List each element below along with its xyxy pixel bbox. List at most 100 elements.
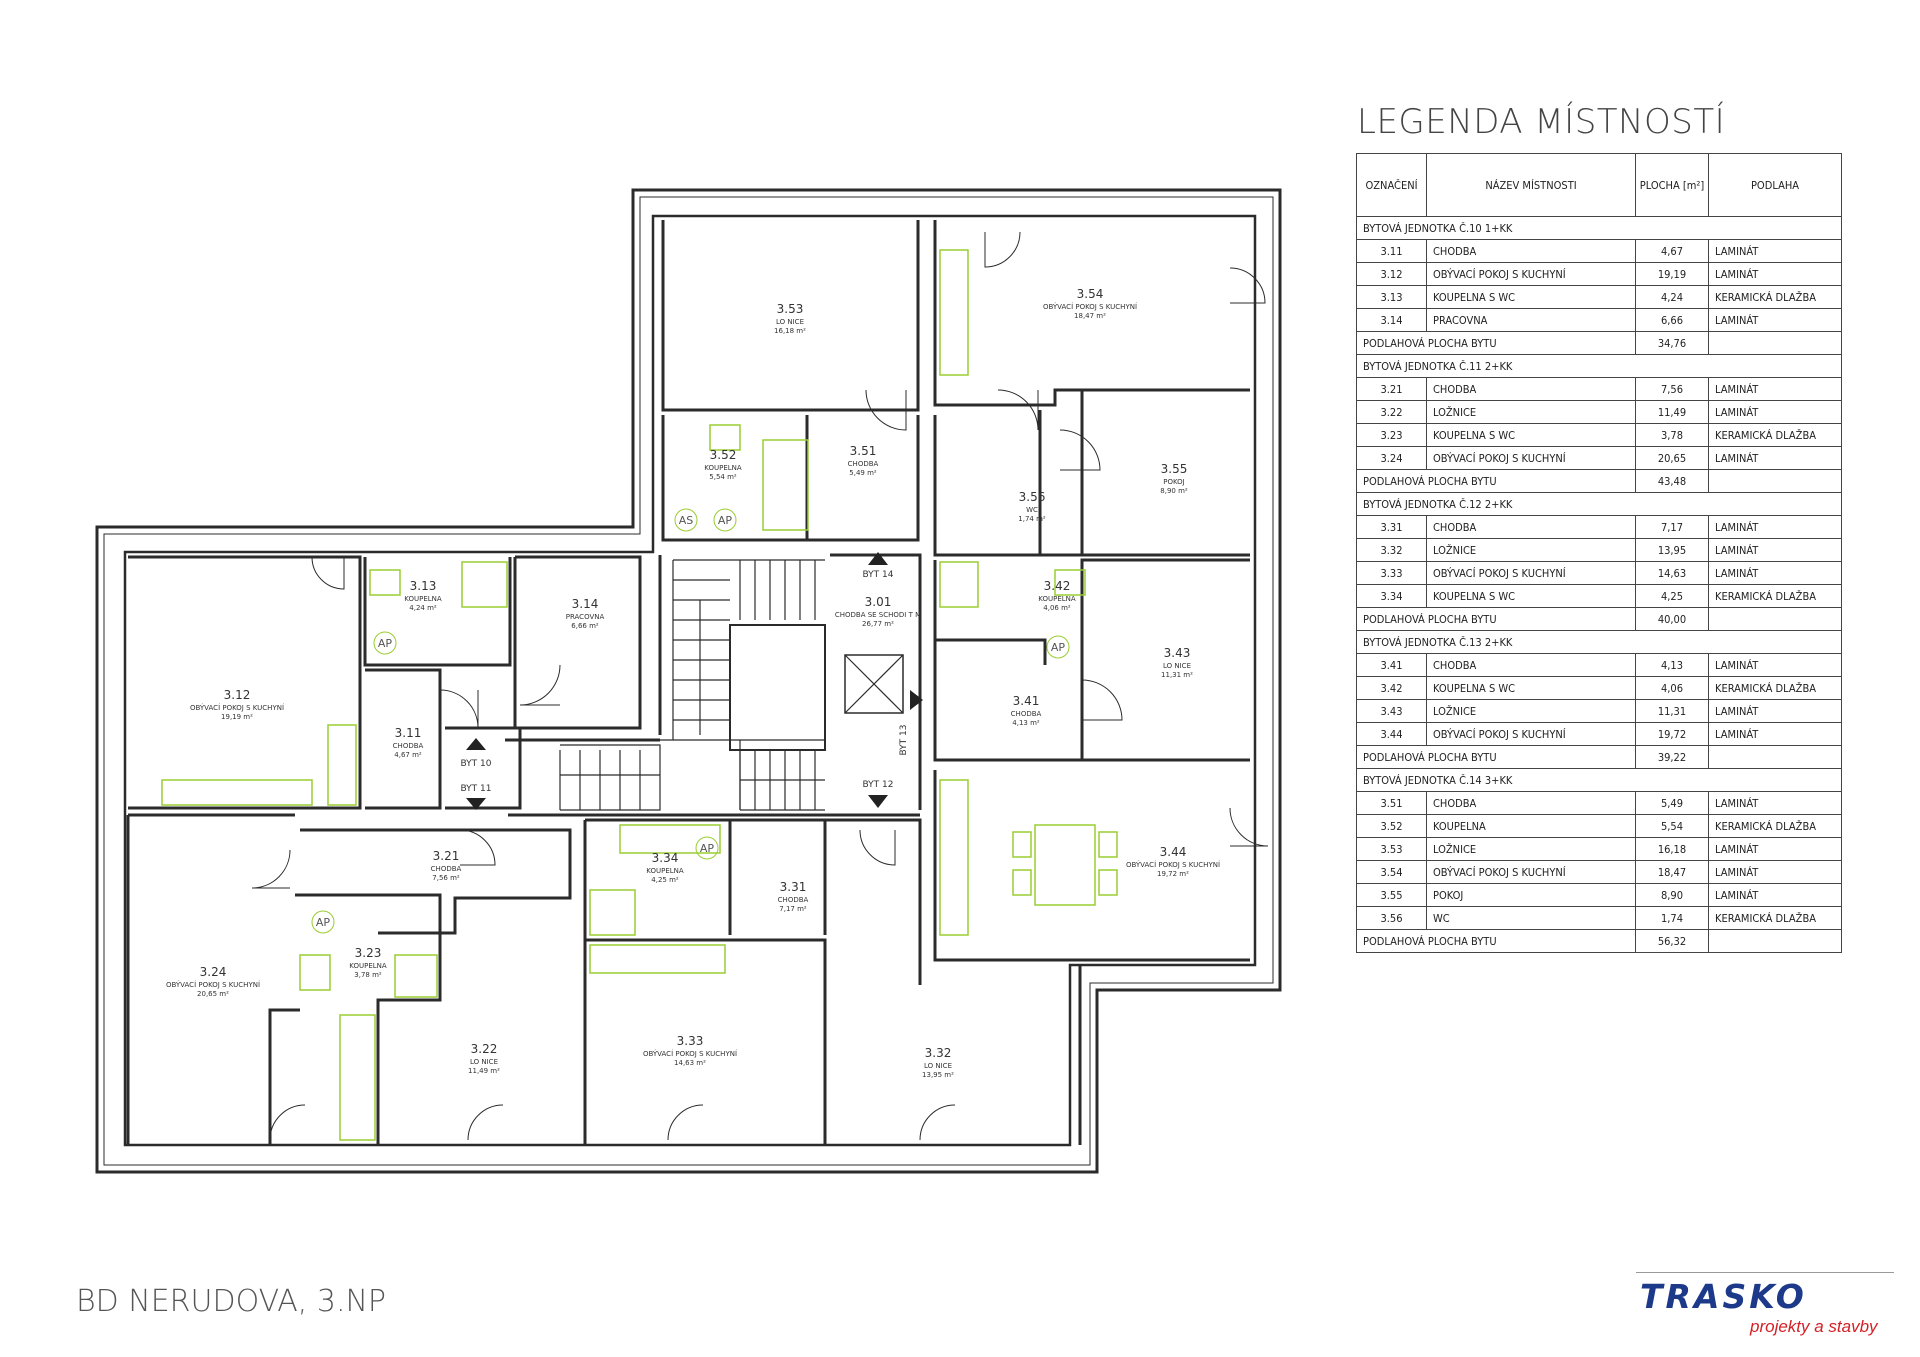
total-empty xyxy=(1708,745,1842,769)
total-label: PODLAHOVÁ PLOCHA BYTU xyxy=(1356,469,1636,493)
room-name: OBÝVACÍ POKOJ S KUCHYNÍ xyxy=(1426,561,1636,585)
wall xyxy=(933,415,1250,557)
door-swing xyxy=(859,829,896,866)
room-area: 8,90 xyxy=(1635,883,1709,907)
room-area: 4,25 m² xyxy=(651,876,679,884)
stair-lines xyxy=(560,559,825,811)
door-swing xyxy=(439,689,479,729)
room-floor: LAMINÁT xyxy=(1708,400,1842,424)
shower xyxy=(762,439,809,531)
total-area: 34,76 xyxy=(1635,331,1709,355)
staircase xyxy=(559,559,904,811)
room-number: 3.14 xyxy=(572,597,599,611)
room-area: 5,54 m² xyxy=(709,473,737,481)
room-area: 5,49 m² xyxy=(849,469,877,477)
room-number: 3.24 xyxy=(200,965,227,979)
room-number: 3.32 xyxy=(925,1046,952,1060)
room-floor: LAMINÁT xyxy=(1708,883,1842,907)
bathtub xyxy=(619,824,721,854)
door-swing xyxy=(1229,807,1269,847)
sink xyxy=(709,424,741,451)
total-label: PODLAHOVÁ PLOCHA BYTU xyxy=(1356,929,1636,953)
door-swing xyxy=(667,1104,704,1141)
total-empty xyxy=(1708,469,1842,493)
room-area: 4,13 xyxy=(1635,653,1709,677)
fixture-label: AS xyxy=(679,514,694,527)
wall xyxy=(126,813,295,1145)
room-name: CHODBA xyxy=(848,460,879,468)
fixture-labels: AS AP AP AP AP AP xyxy=(311,508,1070,934)
room-name: LOŽNICE xyxy=(1426,699,1636,723)
room-name: LOŽNICE xyxy=(1426,400,1636,424)
wall xyxy=(661,415,920,542)
room-number: 3.54 xyxy=(1077,287,1104,301)
lift-shaft xyxy=(844,654,904,714)
room-floor: LAMINÁT xyxy=(1708,561,1842,585)
shower xyxy=(589,889,636,936)
room-number: 3.31 xyxy=(780,880,807,894)
room-number: 3.34 xyxy=(652,851,679,865)
legend-unit-row: BYTOVÁ JEDNOTKA Č.14 3+KK xyxy=(1356,768,1842,792)
unit-tag: BYT 10 xyxy=(461,759,492,769)
room-id: 3.32 xyxy=(1356,538,1427,562)
room-name: CHODBA xyxy=(778,896,809,904)
unit-tag: BYT 11 xyxy=(461,784,492,794)
room-floor: KERAMICKÁ DLAŽBA xyxy=(1708,814,1842,838)
door-swing xyxy=(919,1104,956,1141)
wall xyxy=(295,893,442,1145)
fixture-label: AP xyxy=(1051,641,1066,654)
outer-wall xyxy=(95,188,1282,1174)
room-name: LOŽNICE xyxy=(1426,538,1636,562)
room-area: 11,31 xyxy=(1635,699,1709,723)
wall xyxy=(365,668,442,810)
header-id: OZNAČENÍ xyxy=(1356,153,1427,217)
brand-tagline: projekty a stavby xyxy=(1750,1317,1878,1336)
room-area: 20,65 xyxy=(1635,446,1709,470)
room-name: OBÝVACÍ POKOJ S KUCHYNÍ xyxy=(643,1049,737,1058)
room-name: CHODBA xyxy=(431,865,462,873)
room-id: 3.23 xyxy=(1356,423,1427,447)
door-swing xyxy=(997,389,1039,431)
fixtures xyxy=(161,249,1118,1141)
room-area: 5,54 xyxy=(1635,814,1709,838)
unit-name: BYTOVÁ JEDNOTKA Č.11 2+KK xyxy=(1356,354,1842,378)
room-id: 3.54 xyxy=(1356,860,1427,884)
room-number: 3.41 xyxy=(1013,694,1040,708)
room-name: OBÝVACÍ POKOJ S KUCHYNÍ xyxy=(1426,446,1636,470)
room-area: 3,78 m² xyxy=(354,971,382,979)
room-name: CHODBA xyxy=(1011,710,1042,718)
room-floor: LAMINÁT xyxy=(1708,308,1842,332)
legend-unit-row: BYTOVÁ JEDNOTKA Č.11 2+KK xyxy=(1356,354,1842,378)
chair xyxy=(1098,869,1118,896)
room-name: LO NICE xyxy=(470,1058,498,1066)
header-area: PLOCHA [m²] xyxy=(1635,153,1709,217)
room-id: 3.14 xyxy=(1356,308,1427,332)
room-area: 6,66 xyxy=(1635,308,1709,332)
room-id: 3.53 xyxy=(1356,837,1427,861)
room-name: KOUPELNA xyxy=(404,595,442,603)
room-id: 3.24 xyxy=(1356,446,1427,470)
door-swing xyxy=(311,556,345,590)
room-name: LOŽNICE xyxy=(1426,837,1636,861)
door-swing xyxy=(269,1104,306,1141)
room-number: 3.11 xyxy=(395,726,422,740)
sink xyxy=(1054,569,1086,596)
room-floor: KERAMICKÁ DLAŽBA xyxy=(1708,676,1842,700)
wall xyxy=(825,818,922,985)
door-swing xyxy=(251,849,291,889)
room-name: POKOJ xyxy=(1426,883,1636,907)
room-area: 4,25 xyxy=(1635,584,1709,608)
room-name: LO NICE xyxy=(1163,662,1191,670)
total-area: 56,32 xyxy=(1635,929,1709,953)
room-name: OBÝVACÍ POKOJ S KUCHYNÍ xyxy=(1426,262,1636,286)
room-number: 3.42 xyxy=(1044,579,1071,593)
sink xyxy=(369,569,401,596)
